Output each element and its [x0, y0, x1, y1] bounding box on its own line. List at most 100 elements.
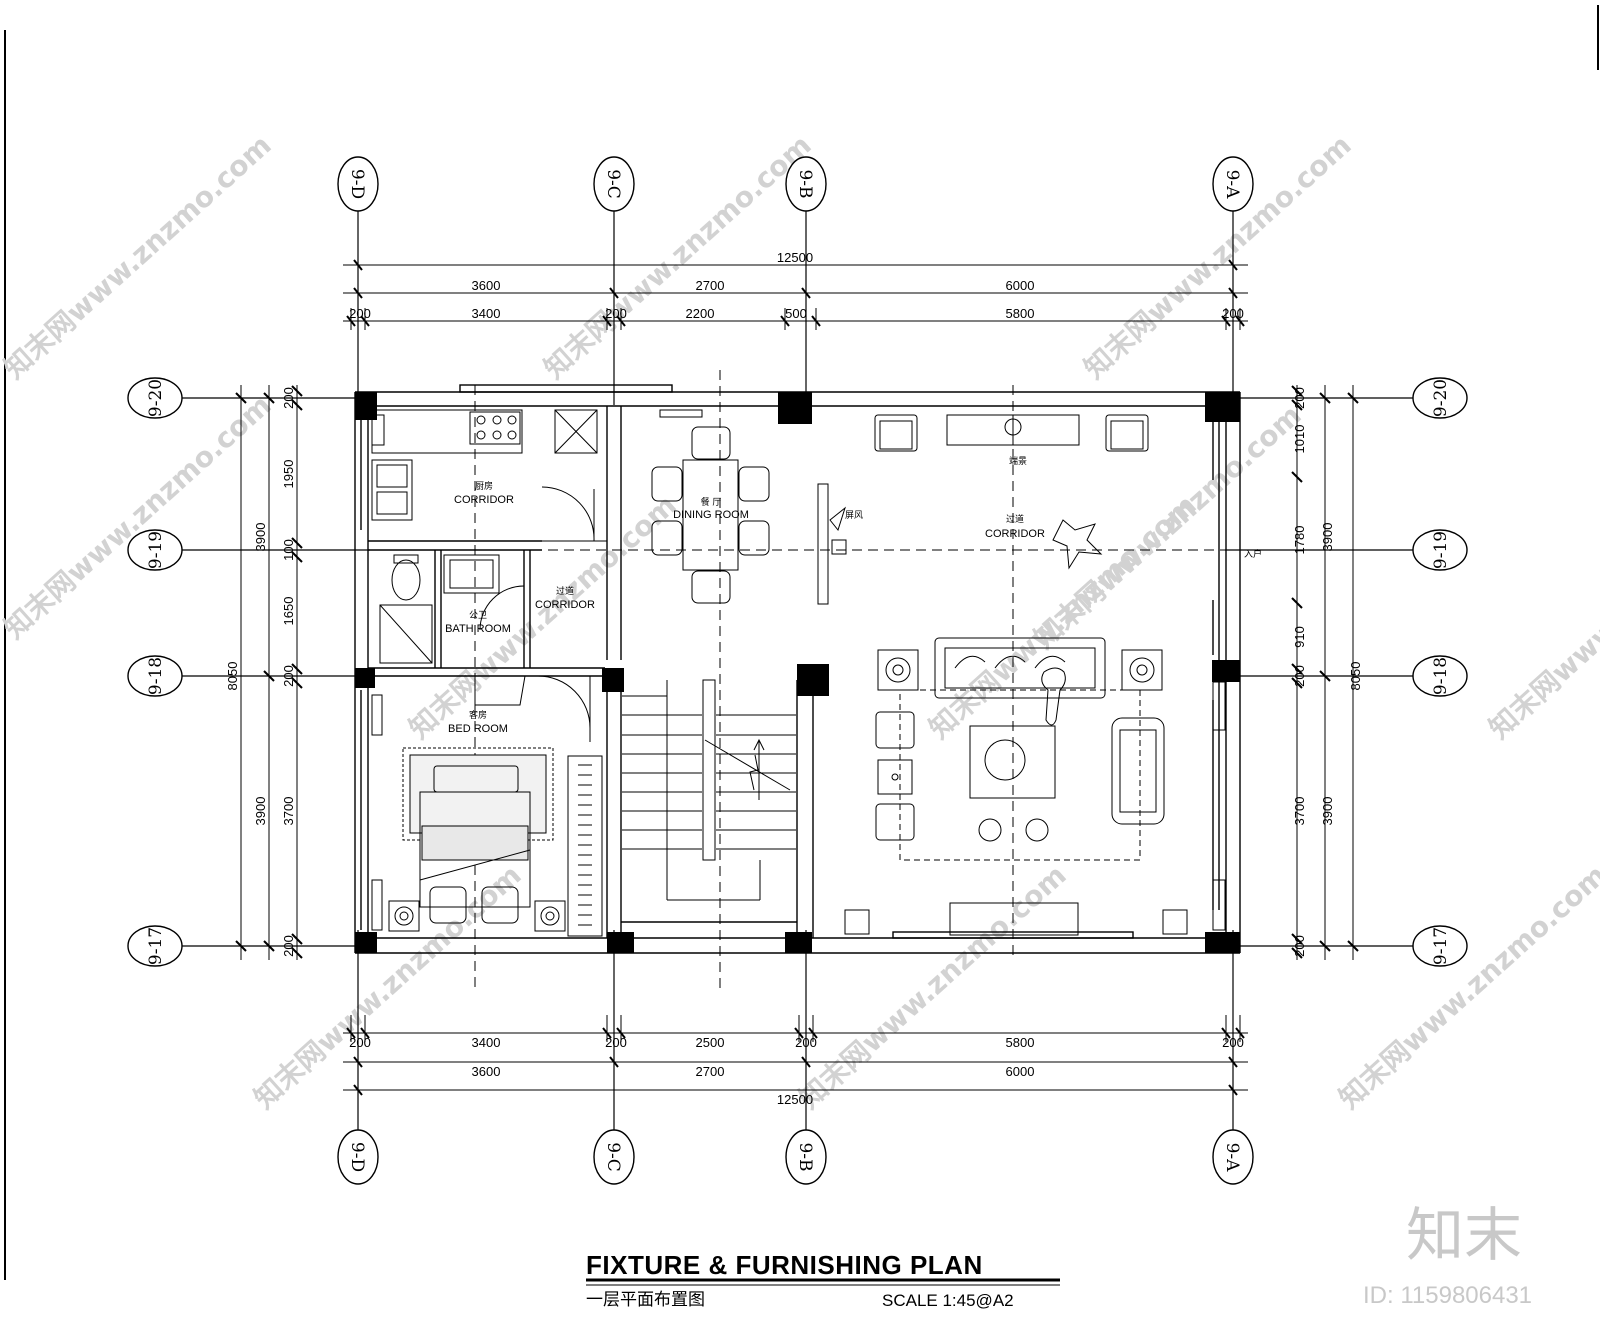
watermark-text: 知末网www.znzmo.com — [1333, 858, 1600, 1115]
dim-bottom-detail-3: 200 — [605, 1035, 627, 1050]
dim-left-detail-6: 3700 — [281, 797, 296, 826]
dim-bottom-detail-2: 3400 — [472, 1035, 501, 1050]
armchair — [481, 886, 519, 924]
window-blind — [659, 409, 703, 418]
dim-left-detail-1: 200 — [281, 387, 296, 409]
dim-bottom-mid-1: 3600 — [472, 1064, 501, 1079]
dim-top-detail-7: 200 — [1222, 306, 1244, 321]
dining-fixtures — [651, 409, 847, 605]
washbasin — [443, 554, 500, 594]
grid-label-bottom-1: 9-D — [347, 1142, 367, 1172]
dining-label-cn: 餐 厅 — [701, 496, 722, 508]
nightstand — [388, 900, 420, 932]
dim-left-mid-2: 3900 — [253, 797, 268, 826]
kitchen-sink — [371, 459, 413, 521]
grid-bubble-9-B-bottom — [785, 1129, 827, 1185]
sofa — [934, 637, 1106, 699]
curtain — [1212, 879, 1226, 931]
grid-bubble-9-18-left — [127, 655, 183, 697]
dim-left-detail-3: 100 — [281, 539, 296, 561]
hall-label-en: CORRIDOR — [985, 528, 1045, 540]
refrigerator — [554, 409, 598, 454]
grid-bubble-9-19-left — [127, 529, 183, 571]
dim-top-mid-1: 3600 — [472, 278, 501, 293]
dim-right-detail-7: 200 — [1292, 935, 1307, 957]
watermark-text: 知末网www.znzmo.com — [923, 488, 1203, 745]
hall-label-cn: 过道 — [1006, 513, 1024, 525]
structural-columns — [355, 392, 1240, 953]
watermark-id: ID: 1159806431 — [1363, 1282, 1532, 1309]
speaker — [1162, 909, 1188, 935]
accent-chair — [874, 414, 918, 452]
dining-label-en: DINING ROOM — [673, 509, 749, 521]
dim-top-detail-3: 200 — [605, 306, 627, 321]
corridor-label-en: CORRIDOR — [535, 599, 595, 611]
dim-left-detail-5: 200 — [281, 665, 296, 687]
speaker — [844, 909, 870, 935]
grid-label-top-1: 9-D — [347, 169, 367, 199]
grid-label-top-2: 9-C — [603, 169, 623, 199]
grid-bubble-9-C-bottom — [593, 1129, 635, 1185]
dim-left-detail-7: 200 — [281, 935, 296, 957]
dim-left-total: 8050 — [225, 662, 240, 691]
dim-bottom-total: 12500 — [777, 1092, 813, 1107]
watermark-layer: 知末网www.znzmo.com 知末网www.znzmo.com 知末网www… — [0, 128, 1600, 1115]
bedroom-fixtures — [371, 675, 603, 937]
curtain — [371, 694, 383, 736]
bed — [419, 791, 531, 908]
dim-bottom-detail-1: 200 — [349, 1035, 371, 1050]
chaise-sofa — [1111, 717, 1165, 825]
living-rug — [899, 689, 1141, 861]
grid-label-left-1: 9-20 — [146, 379, 166, 417]
grid-bubble-9-D-top — [337, 156, 379, 212]
dim-right-detail-4: 910 — [1292, 626, 1307, 648]
accent-chair — [1105, 414, 1149, 452]
curtain — [371, 879, 383, 931]
grid-bubble-9-20-left — [127, 377, 183, 419]
dim-bottom-mid-2: 2700 — [696, 1064, 725, 1079]
toilet — [391, 559, 421, 601]
dim-bottom-detail-6: 5800 — [1006, 1035, 1035, 1050]
grid-bubble-9-18-right — [1412, 655, 1468, 697]
screen-label-cn: 屏风 — [845, 510, 863, 521]
watermark-text: 知末网www.znzmo.com — [538, 128, 818, 385]
dim-top-mid-2: 2700 — [696, 278, 725, 293]
screen-partition — [817, 483, 829, 605]
coffee-table — [969, 725, 1056, 799]
grid-bubble-9-A-top — [1212, 156, 1254, 212]
kitchen-label-en: CORRIDOR — [454, 494, 514, 506]
dim-bottom-mid-3: 6000 — [1006, 1064, 1035, 1079]
left-dimension-lines — [235, 385, 303, 960]
drawing-title: FIXTURE & FURNISHING PLAN — [586, 1250, 983, 1280]
dim-top-detail-4: 2200 — [686, 306, 715, 321]
dim-top-detail-2: 3400 — [472, 306, 501, 321]
grid-label-top-4: 9-A — [1222, 170, 1242, 200]
corridor-label-cn: 过道 — [556, 585, 574, 597]
bathroom-fixtures — [379, 554, 525, 664]
dim-bottom-detail-7: 200 — [1222, 1035, 1244, 1050]
dim-left-detail-2: 1950 — [281, 460, 296, 489]
kitchen-label-cn: 厨房 — [475, 480, 493, 492]
grid-bubble-9-D-bottom — [337, 1129, 379, 1185]
grid-bubble-9-20-right — [1412, 377, 1468, 419]
grid-label-right-3: 9-18 — [1431, 657, 1451, 695]
watermark-text: 知末网www.znzmo.com — [0, 128, 278, 385]
dim-right-total: 8050 — [1348, 662, 1363, 691]
shower — [379, 604, 433, 664]
grid-bubble-9-A-bottom — [1212, 1129, 1254, 1185]
living-fixtures — [844, 414, 1226, 936]
grid-bubble-9-17-left — [127, 925, 183, 967]
bath-label-cn: 公卫 — [469, 610, 487, 621]
dim-left-mid-1: 3900 — [253, 523, 268, 552]
grid-label-right-4: 9-17 — [1431, 927, 1451, 965]
grid-label-top-3: 9-B — [795, 169, 815, 198]
lounge-chair — [875, 711, 915, 749]
dim-right-detail-3: 1780 — [1292, 526, 1307, 555]
dim-right-mid-2: 3900 — [1320, 797, 1335, 826]
dim-right-detail-5: 200 — [1292, 665, 1307, 687]
dim-left-detail-4: 1650 — [281, 597, 296, 626]
bath-label-en: BATH ROOM — [445, 623, 511, 635]
dim-top-mid-3: 6000 — [1006, 278, 1035, 293]
grid-label-right-1: 9-20 — [1431, 379, 1451, 417]
